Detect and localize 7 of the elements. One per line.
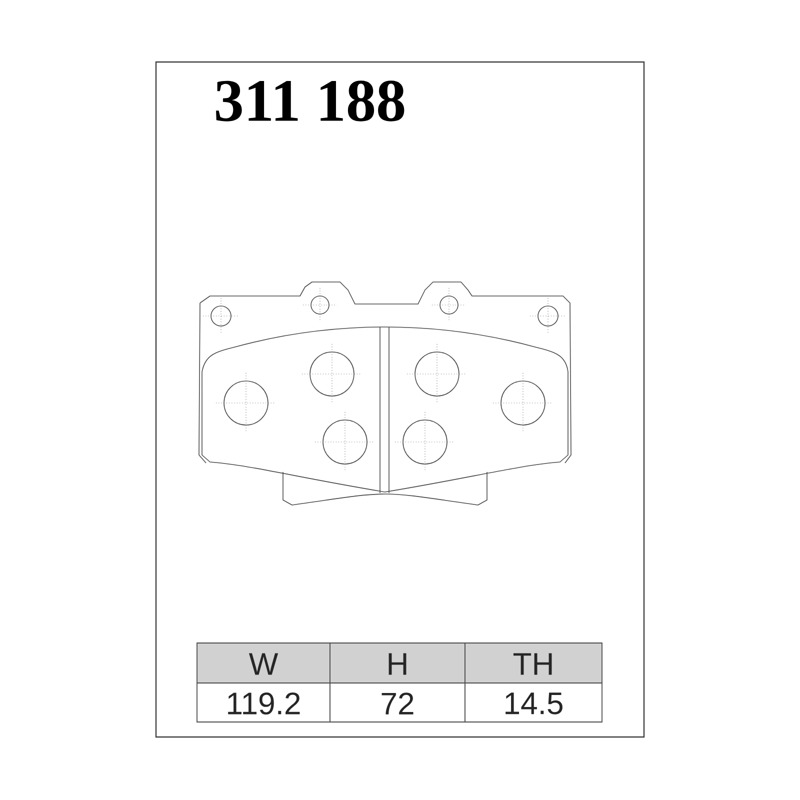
table-cell: 119.2 [196, 682, 330, 722]
part-number: 311 188 [216, 80, 404, 122]
table-cell: 14.5 [464, 682, 602, 722]
table-header-cell: TH [464, 642, 602, 684]
table-header-cell: H [330, 642, 466, 684]
table-cell: 72 [330, 682, 466, 722]
table-header-cell: W [196, 642, 330, 684]
